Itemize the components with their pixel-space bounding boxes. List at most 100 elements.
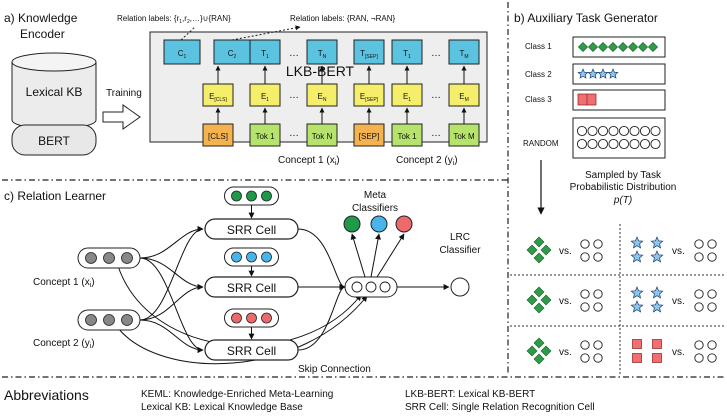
srr-cell-label: SRR Cell (227, 344, 276, 358)
random-box (572, 117, 666, 159)
concept2-label-c: Concept 2 (yi) (33, 338, 95, 350)
random-circle (597, 125, 609, 137)
class1-diamond (577, 41, 589, 53)
pt-label: p(T) (613, 195, 632, 206)
vs-label: vs. (672, 246, 685, 257)
random-circle (639, 138, 651, 150)
star-shape (650, 236, 664, 249)
diamond-shape (540, 345, 552, 357)
output-token-label: TN (318, 49, 327, 60)
embedding-label: E[SEP] (360, 92, 379, 103)
star-shape (650, 300, 664, 313)
diamond-shape (540, 294, 552, 306)
lrc-classifier-node (450, 277, 470, 297)
abbr-srr-cell: SRR Cell: Single Relation Recognition Ce… (405, 402, 595, 413)
class2-box (572, 63, 666, 85)
output-token-1: C2 (213, 39, 251, 65)
edge-lrc-to-meta-2 (376, 233, 405, 278)
input-token-5: Tok 1 (391, 107, 423, 147)
input-token-7: Tok M (448, 107, 480, 147)
star-shape (650, 250, 664, 263)
random-circle (639, 125, 651, 137)
edge-concept2-to-srr-1 (139, 284, 204, 321)
relation-labels-multi: Relation labels: {r1,r2,…}∪{RAN} (117, 14, 231, 25)
edge-concept1-to-srr-0 (139, 226, 204, 259)
random-circle (587, 125, 598, 137)
input-token-1: Tok 1 (249, 107, 281, 147)
class2-label: Class 2 (525, 70, 552, 79)
srr-embedding-0 (224, 186, 279, 206)
abbreviations: Abbreviations KEML: Knowledge-Enriched M… (4, 387, 595, 413)
output-token-5: T[SEP] (353, 39, 385, 65)
srr-cell-1: SRR Cell (204, 276, 299, 298)
input-token-label: Tok 1 (255, 132, 275, 141)
dashed-c2-to-labels (231, 25, 301, 41)
class2-stars (577, 68, 619, 79)
class2-star (577, 68, 589, 79)
vs-label: vs. (672, 296, 685, 307)
srr-cell-2: SRR Cell (204, 339, 299, 361)
concept1-label-c: Concept 1 (xi) (33, 277, 95, 289)
concept-input-2 (77, 309, 141, 331)
random-circle (597, 138, 609, 150)
lrc-line2: Classifier (439, 245, 481, 256)
input-token-label: [CLS] (208, 132, 228, 141)
output-token-0: C1 (163, 39, 201, 65)
training-arrow (102, 104, 141, 130)
diamond-shape (533, 337, 545, 349)
input-ellipsis: … (431, 128, 441, 139)
vs-label: vs. (559, 347, 572, 358)
dashed-c1-to-labels (180, 26, 196, 41)
lrc-input-node (344, 276, 398, 298)
edge-srr-to-lrc-0 (297, 228, 346, 290)
input-ellipsis: … (289, 128, 299, 139)
circle-shape (593, 289, 603, 299)
srr-cell-label: SRR Cell (227, 281, 276, 295)
diamond-shape (533, 286, 545, 298)
circle-shape (707, 353, 717, 363)
class3-label: Class 3 (525, 95, 552, 104)
embedding-label: E1 (403, 92, 411, 103)
skip-connection-label: Skip Connection (298, 364, 371, 375)
sampled-line1: Sampled by Task (585, 170, 662, 181)
circle-shape (694, 340, 704, 350)
diamond-shape (526, 294, 538, 306)
class3-squares (577, 93, 597, 106)
class1-diamonds (577, 41, 659, 53)
training-label: Training (106, 88, 142, 99)
class1-diamond (637, 41, 649, 53)
input-token-label: Tok N (312, 132, 333, 141)
edge-concept2-to-srr-0 (139, 226, 204, 321)
lexical-kb-cylinder: Lexical KB (11, 52, 97, 130)
input-token-0: [CLS] (202, 107, 234, 147)
random-circle (608, 138, 619, 150)
vs-label: vs. (559, 246, 572, 257)
section-c-title: c) Relation Learner (4, 189, 106, 203)
edge-lrc-to-meta-0 (350, 233, 366, 278)
class1-label: Class 1 (525, 42, 552, 51)
input-token-4: [SEP] (353, 107, 385, 147)
circle-shape (694, 239, 704, 249)
section-a-title-line1: a) Knowledge (4, 11, 78, 25)
edge-srr-to-lrc-2 (297, 284, 346, 351)
input-token-3: Tok N (306, 107, 338, 147)
vs-label: vs. (559, 296, 572, 307)
output-token-label: C1 (178, 49, 187, 60)
circle-shape (580, 252, 590, 262)
embedding-1: E1 (249, 65, 281, 107)
edge-concept1-to-srr-2 (139, 257, 204, 353)
star-shape (630, 286, 644, 299)
concept1-label-a: Concept 1 (xi) (278, 155, 340, 167)
random-circle (576, 125, 588, 137)
circle-shape (694, 353, 704, 363)
bert-box: BERT (11, 124, 97, 156)
input-token-label: Tok 1 (397, 132, 417, 141)
embedding-5: E1 (391, 65, 423, 107)
circle-shape (580, 353, 590, 363)
embedding-label: EN (318, 92, 327, 103)
class2-star (597, 68, 609, 79)
embedding-label: E1 (261, 92, 269, 103)
